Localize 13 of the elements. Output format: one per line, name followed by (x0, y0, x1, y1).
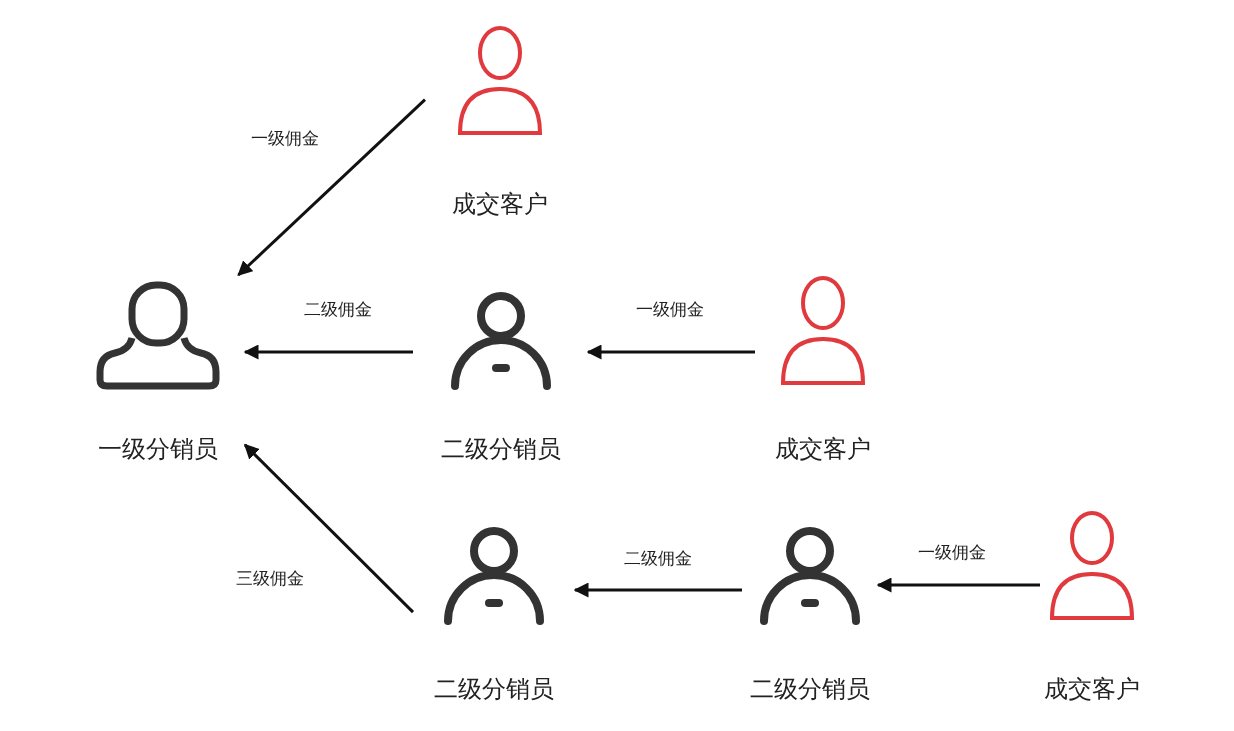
arrow (876, 577, 1040, 593)
node-label: 成交客户 (775, 434, 871, 465)
node-label: 二级分销员 (750, 674, 870, 705)
arrow (237, 98, 427, 277)
node-label: 二级分销员 (440, 434, 561, 465)
node-label: 二级分销员 (434, 674, 554, 705)
node-label: 一级分销员 (98, 434, 218, 465)
node-label: 成交客户 (452, 189, 548, 220)
node-label: 成交客户 (1044, 674, 1140, 705)
arrow (586, 344, 755, 360)
arrow (573, 582, 742, 598)
arrow (243, 443, 415, 614)
arrow (243, 344, 413, 360)
